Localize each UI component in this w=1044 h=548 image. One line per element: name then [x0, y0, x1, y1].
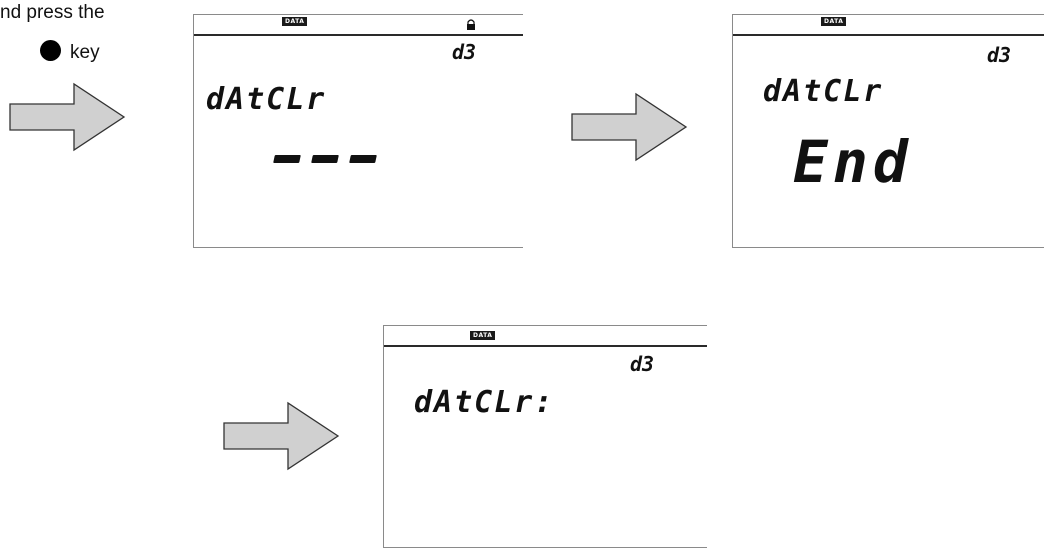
data-tag: DATA [282, 17, 308, 26]
display-value: End [793, 128, 913, 196]
display-label: dAtCLr [763, 74, 884, 109]
lcd-screen-3: DATA d3 dAtCLr: [383, 325, 707, 548]
display-label: dAtCLr: [414, 385, 555, 420]
dash-segment [273, 155, 301, 163]
dash-segment [349, 155, 377, 163]
filled-circle-icon [40, 40, 61, 61]
instruction-key-line: key [40, 40, 100, 64]
display-code: d3 [452, 40, 477, 64]
right-arrow-icon [223, 401, 340, 471]
dash-segment [311, 155, 339, 163]
key-label: key [70, 42, 100, 63]
display-code: d3 [630, 352, 655, 376]
lcd-screen-1: DATA d3 dAtCLr [193, 14, 523, 248]
lock-icon [467, 19, 475, 30]
instruction-text: nd press the [0, 2, 105, 23]
data-tag: DATA [470, 331, 496, 340]
display-code: d3 [987, 43, 1012, 67]
display-label: dAtCLr [206, 82, 327, 117]
data-tag: DATA [821, 17, 847, 26]
lcd-screen-2: DATA d3 dAtCLr End [732, 14, 1044, 248]
right-arrow-icon [9, 82, 126, 152]
right-arrow-icon [571, 92, 688, 162]
